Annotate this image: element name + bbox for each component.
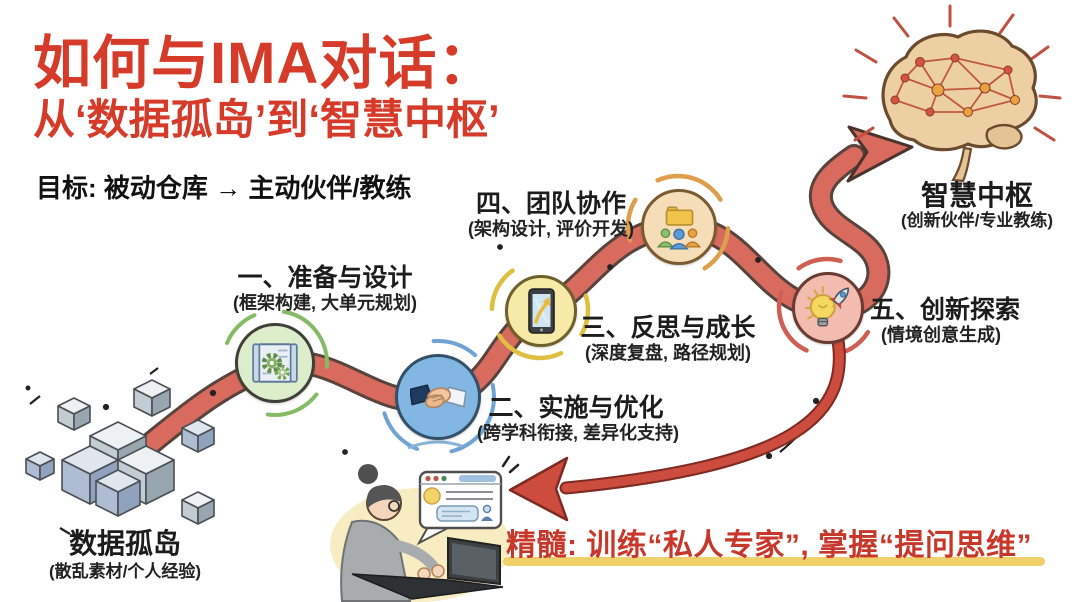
- end-node-label: 智慧中枢: [920, 180, 1034, 211]
- step3-label: 三、反思与成长: [580, 314, 756, 342]
- step5-label: 五、创新探索: [869, 296, 1021, 324]
- bulb-rocket-icon: [805, 286, 849, 327]
- step5-circle: [792, 272, 864, 344]
- feedback-arrow: [508, 323, 846, 522]
- step1-description: (框架构建, 大单元规划): [233, 293, 417, 313]
- goal-line: 目标: 被动仓库 → 主动伙伴/教练: [36, 173, 412, 203]
- person-laptop-icon: [330, 440, 520, 602]
- end-node-description: (创新伙伴/专业教练): [900, 211, 1054, 230]
- brain-network-icon: [842, 4, 1062, 183]
- slogan: 精髓: 训练“私人专家”, 掌握“提问思维”: [506, 529, 1032, 562]
- step5-description: (情境创意生成): [881, 325, 1001, 345]
- step4-label: 四、团队协作: [475, 190, 627, 218]
- start-node-description: (散乱素材/个人经验): [48, 562, 202, 581]
- swirl-accents: [221, 173, 878, 455]
- page-subtitle: 从‘数据孤岛’到‘智慧中枢’: [33, 96, 500, 143]
- slogan-underline: [503, 557, 1045, 566]
- browser-window-icon: [416, 470, 503, 546]
- step3-circle: [505, 275, 577, 347]
- page-title: 如何与IMA对话：: [33, 31, 497, 96]
- step2-circle: [395, 354, 481, 440]
- step4-description: (架构设计, 评价开发): [468, 219, 634, 239]
- rocket-icon: [828, 287, 849, 310]
- step1-circle: [235, 323, 315, 403]
- blueprint-gears-icon: [252, 343, 298, 383]
- path-arrowhead-icon: [846, 125, 914, 183]
- handshake-icon: [410, 384, 466, 409]
- tablet-growth-icon: [528, 288, 555, 334]
- team-folder-icon: [656, 206, 702, 250]
- step2-description: (跨学科衔接, 差异化支持): [477, 423, 679, 443]
- brain-rays: [842, 4, 1062, 142]
- feedback-arrowhead-icon: [508, 456, 569, 522]
- data-cubes-icon: [25, 379, 215, 525]
- step4-circle: [641, 189, 717, 265]
- step3-description: (深度复盘, 路径规划): [585, 343, 751, 363]
- brain-nodes: [890, 53, 1020, 117]
- step1-label: 一、准备与设计: [237, 264, 413, 292]
- step2-label: 二、实施与优化: [488, 394, 664, 422]
- start-node-label: 数据孤岛: [68, 528, 182, 559]
